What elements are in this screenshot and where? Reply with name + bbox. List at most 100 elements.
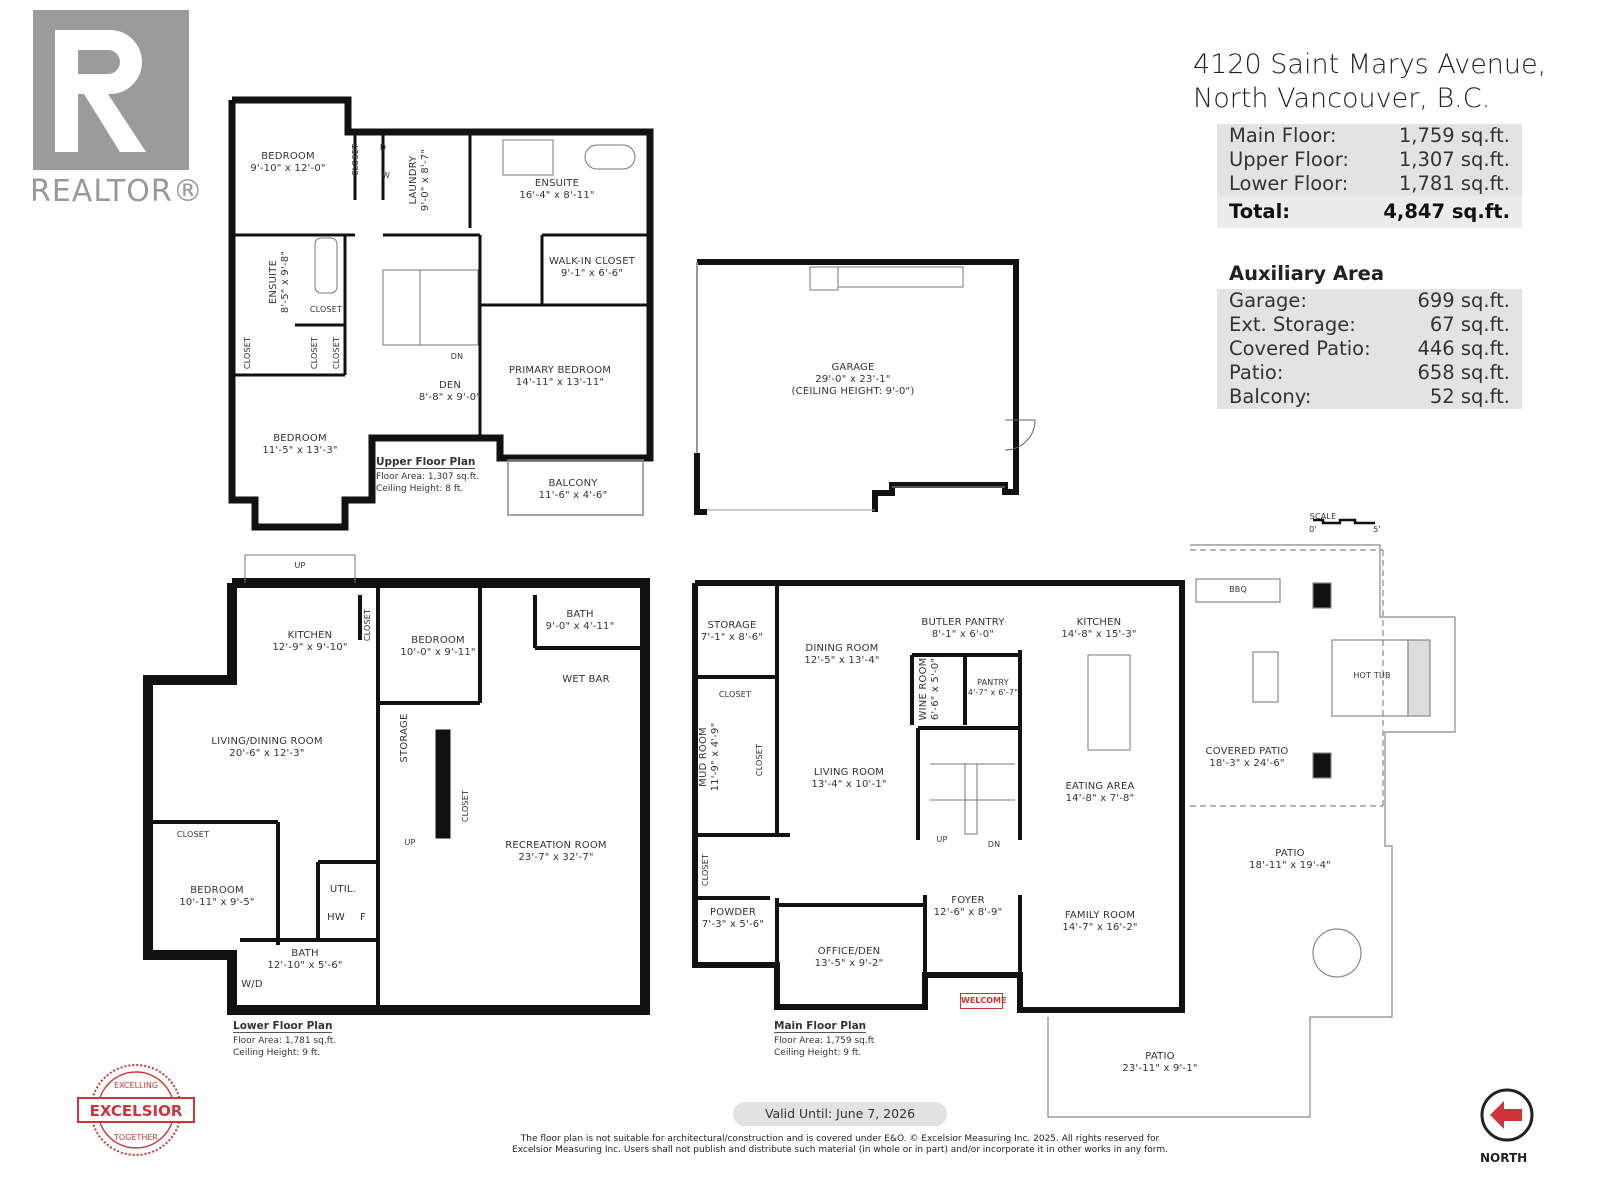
room-name: WALK-IN CLOSET	[548, 256, 636, 267]
room-name: F	[360, 912, 366, 923]
room-name: BALCONY	[548, 478, 598, 489]
room-name: KITCHEN	[287, 630, 333, 641]
room-dims: 29'-0" x 23'-1"	[815, 374, 891, 385]
excelsior-logo: EXCELSIOR EXCELLING TOGETHER	[77, 1064, 195, 1156]
room-label-closet: CLOSET	[332, 337, 342, 369]
room-label-storage: STORAGE	[399, 713, 411, 762]
area-label: Lower Floor:	[1229, 172, 1349, 195]
room-label-d: D	[380, 143, 386, 153]
caption-area: Floor Area: 1,781 sq.ft.	[233, 1036, 337, 1046]
room-name: PRIMARY BEDROOM	[508, 365, 612, 376]
aux-label: Ext. Storage:	[1229, 313, 1356, 336]
room-label-closet: CLOSET	[461, 790, 471, 822]
area-row-main: Main Floor:1,759 sq.ft.	[1217, 124, 1522, 148]
svg-text:EXCELLING: EXCELLING	[114, 1081, 158, 1090]
room-dims: 13'-5" x 9'-2"	[814, 958, 884, 969]
room-name: CLOSET	[332, 336, 341, 370]
room-label-closet: CLOSET	[719, 690, 751, 700]
room-name: FAMILY ROOM	[1064, 910, 1136, 921]
aux-row: Patio:658 sq.ft.	[1217, 361, 1522, 385]
room-dims: 10'-0" x 9'-11"	[400, 647, 476, 658]
room-dims: 14'-8" x 7'-8"	[1065, 793, 1135, 804]
scale-label: SCALE	[1309, 512, 1337, 521]
scale-end: 5'	[1373, 525, 1381, 534]
room-name: HOT TUB	[1353, 671, 1391, 680]
outdoor-areas	[1047, 518, 1456, 1118]
caption-ceiling: Ceiling Height: 8 ft.	[376, 484, 464, 494]
caption-ceiling: Ceiling Height: 9 ft.	[774, 1048, 862, 1058]
main-floor-walls	[692, 580, 1185, 1013]
area-row-lower: Lower Floor:1,781 sq.ft.	[1217, 172, 1522, 196]
room-dims: 11'-6" x 4'-6"	[538, 490, 608, 501]
room-name: LAUNDRY	[408, 155, 419, 205]
room-name: CLOSET	[310, 336, 319, 370]
room-dims: 8'-8" x 9'-0"	[418, 392, 482, 403]
room-name: LIVING ROOM	[813, 767, 885, 778]
room-label-closet: CLOSET	[363, 609, 373, 641]
room-name: BEDROOM	[190, 885, 244, 896]
aux-label: Garage:	[1229, 289, 1307, 312]
room-dims: 9'-10" x 12'-0"	[250, 163, 326, 174]
upper-floor-caption: Upper Floor Plan Floor Area: 1,307 sq.ft…	[376, 456, 479, 495]
disclaimer-line-2: Excelsior Measuring Inc. Users shall not…	[512, 1145, 1168, 1155]
room-name: CLOSET	[461, 789, 470, 823]
room-dims: 9'-1" x 6'-6"	[560, 268, 624, 279]
room-label-hw: HW	[327, 912, 345, 924]
room-name: COVERED PATIO	[1205, 746, 1289, 757]
aux-row: Covered Patio:446 sq.ft.	[1217, 337, 1522, 361]
room-name: CLOSET	[701, 853, 710, 887]
room-name: HW	[327, 912, 345, 923]
room-dims: 6'-6" x 5'-0"	[930, 657, 941, 721]
room-label-closet: CLOSET	[243, 337, 253, 369]
disclaimer: The floor plan is not suitable for archi…	[480, 1134, 1200, 1156]
room-name: GARAGE	[831, 362, 875, 373]
caption-title: Lower Floor Plan	[233, 1020, 333, 1033]
room-name: LIVING/DINING ROOM	[211, 736, 323, 747]
room-name: UP	[936, 835, 948, 844]
room-name: DN	[987, 840, 1001, 849]
valid-until-badge: Valid Until: June 7, 2026	[733, 1102, 947, 1126]
room-name: BEDROOM	[261, 151, 315, 162]
upper-floor-walls	[228, 96, 654, 531]
room-label-bbq: BBQ	[1229, 585, 1247, 595]
room-label-up: UP	[404, 838, 415, 848]
realtor-wordmark: REALTOR®	[30, 174, 204, 209]
room-dims: 8'-5" x 9'-8"	[280, 250, 291, 314]
room-name: CLOSET	[718, 690, 752, 699]
room-name: RECREATION ROOM	[505, 840, 607, 851]
room-name: STORAGE	[707, 620, 757, 631]
total-label: Total:	[1229, 200, 1291, 223]
aux-value: 52 sq.ft.	[1429, 385, 1510, 408]
aux-value: 446 sq.ft.	[1417, 337, 1510, 360]
room-dims: 14'-7" x 16'-2"	[1062, 922, 1138, 933]
room-name: BUTLER PANTRY	[921, 617, 1005, 628]
room-name: BBQ	[1229, 585, 1247, 594]
scale-start: 0'	[1309, 525, 1317, 534]
room-name: PANTRY	[977, 678, 1009, 687]
room-label-closet: CLOSET	[701, 854, 711, 886]
room-label-closet: CLOSET	[755, 744, 765, 776]
room-dims: 23'-7" x 32'-7"	[518, 852, 594, 863]
room-dims: 4'-7" x 6'-7"	[967, 688, 1019, 697]
area-row-total: Total:4,847 sq.ft.	[1217, 196, 1522, 228]
room-label-closet: CLOSET	[310, 337, 320, 369]
room-label-dn: DN	[451, 352, 464, 362]
room-label-closet: CLOSET	[177, 830, 209, 840]
north-arrow-icon	[1480, 1088, 1534, 1142]
room-name: BATH	[566, 609, 594, 620]
